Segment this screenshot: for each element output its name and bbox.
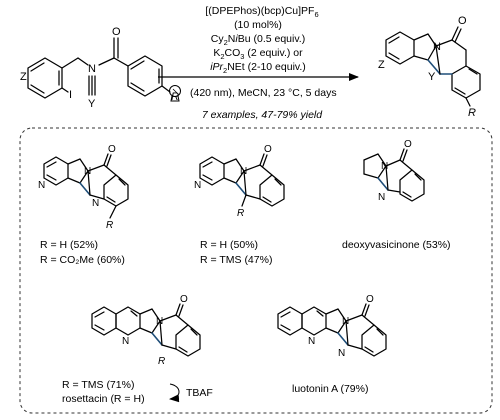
example-4-n1: N [122,336,129,347]
example-1-n3: N [92,198,99,209]
product-y-label: Y [428,71,436,83]
product-o-label: O [458,15,467,27]
example-4-r: R [158,356,165,367]
example-1-caption-2: R = CO₂Me (60%) [40,254,125,266]
example-2-n2: N [240,166,247,177]
product-n-label: N [433,41,441,53]
reaction-conditions: [(DPEPhos)(bcp)Cu]PF6 (10 mol%) Cy2NiBu … [158,5,359,121]
example-2-caption-1: R = H (50%) [200,239,258,251]
substrate-z-label: Z [20,71,27,83]
product-r-label: R [468,107,476,119]
amine-additive: Cy2NiBu (0.5 equiv.) [211,33,305,47]
example-3-n2: N [378,192,385,203]
tbaf-curved-arrow [169,383,180,403]
product-structure [385,26,481,107]
example-4-o: O [180,294,188,305]
example-4-caption-1: R = TMS (71%) [62,379,134,391]
example-5-n3: N [338,348,345,359]
example-4-caption-2: rosettacin (R = H) [62,393,145,405]
substrate-o-label: O [112,26,121,38]
example-5-n2: N [342,316,349,327]
carbonate-base: K2CO3 (2 equiv.) or [213,47,303,61]
example-5-o: O [366,294,374,305]
example-3-n1: N [381,161,388,172]
substrate-structure [27,37,171,99]
example-3-structure [363,148,425,202]
example-4-n2: N [156,316,163,327]
example-1-n1: N [38,180,45,191]
example-2-caption-2: R = TMS (47%) [200,254,272,266]
example-3-caption: deoxyvasicinone (53%) [342,239,451,251]
substrate-i-label: I [69,89,72,101]
example-1-o: O [108,144,116,155]
dipea-base: iPr2NEt (2-10 equiv.) [210,61,306,75]
example-1-n2: N [84,166,91,177]
product-z-label: Z [378,59,385,71]
example-1-caption-1: R = H (52%) [40,239,98,251]
substrate-n-label: N [88,63,96,75]
example-3-o: O [404,139,412,150]
example-1-r: R [106,220,113,231]
example-4-structure [91,303,201,357]
light-conditions: (420 nm), MeCN, 23 °C, 5 days [190,87,337,99]
scope-frame [19,127,493,414]
scope-summary: 7 examples, 47-79% yield [202,109,323,121]
substrate-y-label: Y [88,98,96,110]
example-5-structure [277,303,387,357]
tbaf-reagent: TBAF [186,387,213,399]
catalyst-label: [(DPEPhos)(bcp)Cu]PF6 [205,5,318,19]
example-2-r: R [237,208,244,219]
example-5-n1: N [308,336,315,347]
catalyst-loading: (10 mol%) [234,19,282,31]
example-5-caption: luotonin A (79%) [292,383,368,395]
example-2-structure [199,153,285,207]
example-1-structure [43,153,129,219]
example-2-o: O [264,144,272,155]
light-bulb-icon [169,85,181,102]
example-2-n1: N [194,180,201,191]
